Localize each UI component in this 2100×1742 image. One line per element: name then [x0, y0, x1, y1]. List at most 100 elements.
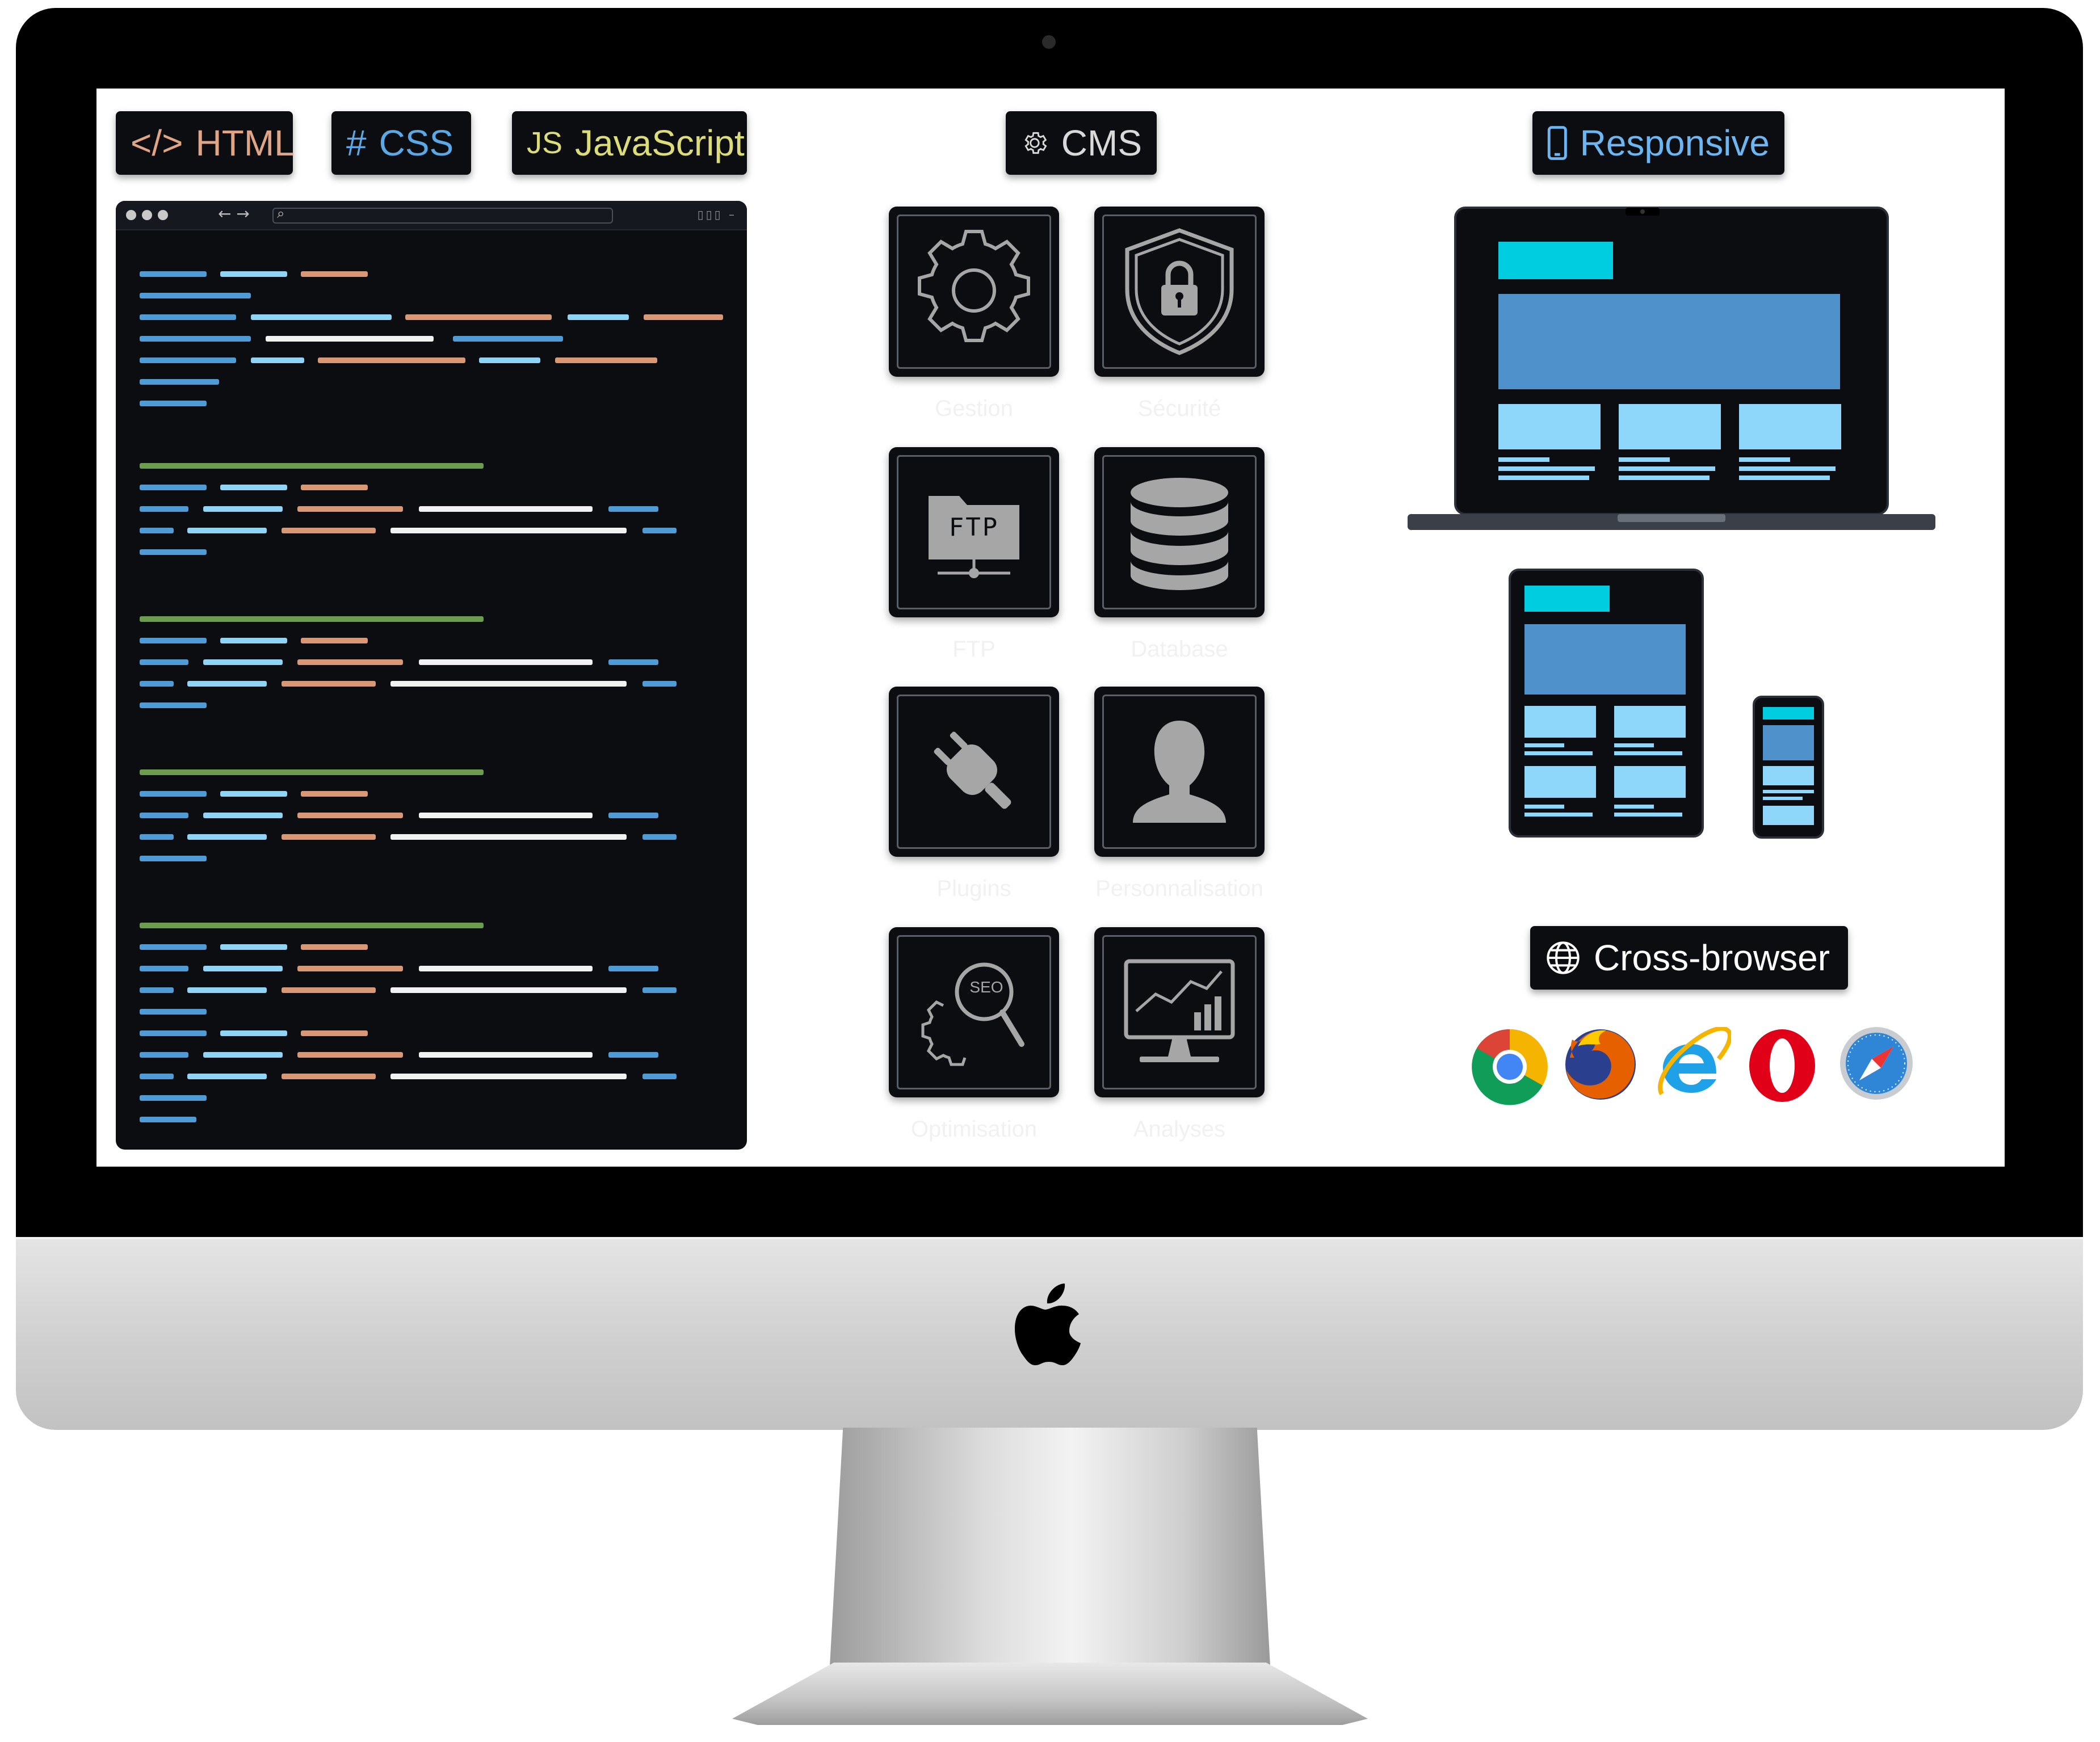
tile-personnalisation: Personnalisation: [1094, 687, 1265, 901]
window-dot: [126, 210, 136, 220]
code-line: [220, 485, 287, 490]
imac-stand-neck: [830, 1428, 1270, 1666]
code-line: [203, 966, 283, 971]
code-line: [140, 1052, 188, 1058]
code-line: [140, 659, 188, 665]
ftp-icon-text: FTP: [948, 513, 999, 542]
responsive-label: Responsive: [1580, 123, 1770, 163]
code-line: [266, 336, 434, 342]
seo-icon-text: SEO: [969, 978, 1003, 996]
seo-magnifier-icon: [921, 962, 1024, 1066]
cross-browser-badge: Cross-browser: [1530, 926, 1848, 990]
code-line: [140, 271, 207, 277]
code-line: [140, 463, 484, 469]
code-line: [608, 1052, 658, 1058]
code-line: [453, 336, 563, 342]
code-line: [140, 1009, 207, 1015]
responsive-badge: Responsive: [1532, 111, 1784, 175]
code-line: [419, 966, 593, 971]
safari-icon: [1840, 1027, 1913, 1100]
code-line: [282, 681, 376, 687]
code-line: [390, 834, 627, 840]
code-line: [140, 856, 207, 861]
code-line: [140, 638, 207, 643]
cross-browser-label: Cross-browser: [1594, 937, 1830, 978]
code-line: [644, 314, 723, 320]
code-line: [390, 528, 627, 533]
code-line: [220, 791, 287, 797]
code-line: [187, 1074, 267, 1079]
tile-optimisation: SEO Optimisation: [889, 927, 1059, 1142]
tile-label-gestion: Gestion: [935, 396, 1013, 421]
user-silhouette-icon: [1133, 721, 1226, 823]
code-line: [608, 813, 658, 818]
code-line: [282, 1074, 376, 1079]
camera: [1042, 35, 1056, 49]
code-line: [608, 506, 658, 512]
ftp-folder-icon: [929, 496, 1019, 578]
window-controls-icon: ▯▯▯ –: [697, 208, 737, 221]
code-line: [479, 357, 540, 363]
code-line: [140, 357, 236, 363]
gear-icon: [918, 230, 1030, 342]
code-line: [187, 987, 267, 993]
code-line: [555, 357, 657, 363]
code-line: [187, 681, 267, 687]
code-line: [608, 659, 658, 665]
javascript-label: JavaScript: [575, 123, 745, 163]
tile-ftp: FTP FTP: [889, 447, 1059, 662]
code-line: [140, 923, 484, 928]
code-line: [140, 528, 174, 533]
tile-label-personnalisation: Personnalisation: [1095, 876, 1263, 901]
tile-gestion: Gestion: [889, 207, 1059, 421]
code-line: [220, 944, 287, 950]
code-line: [220, 1030, 287, 1036]
code-line: [642, 681, 677, 687]
apple-logo-icon: [1015, 1284, 1081, 1365]
code-line: [203, 813, 283, 818]
code-line: [140, 379, 219, 385]
code-line: [419, 659, 593, 665]
code-line: [140, 813, 188, 818]
code-line: [390, 987, 627, 993]
tile-analyses: Analyses: [1094, 927, 1265, 1142]
code-line: [642, 528, 677, 533]
code-line: [203, 506, 283, 512]
code-line: [140, 616, 484, 622]
editor-titlebar: ← → ⌕ ▯▯▯ –: [116, 201, 747, 230]
code-line: [251, 314, 392, 320]
code-line: [140, 944, 207, 950]
code-line: [297, 1052, 403, 1058]
code-line: [390, 1074, 627, 1079]
code-line: [419, 1052, 593, 1058]
nav-arrows-icon: ← →: [218, 204, 250, 223]
code-line: [140, 1117, 196, 1122]
firefox-icon: [1565, 1029, 1636, 1100]
code-line: [140, 834, 174, 840]
code-line: [140, 1030, 207, 1036]
code-line: [140, 1095, 207, 1101]
globe-icon: [1547, 941, 1580, 974]
code-line: [282, 834, 376, 840]
code-line: [297, 966, 403, 971]
analytics-monitor-icon: [1124, 959, 1235, 1062]
code-line: [301, 791, 368, 797]
code-line: [140, 702, 207, 708]
code-line: [297, 506, 403, 512]
code-line: [187, 528, 267, 533]
code-line: [140, 1074, 174, 1079]
code-line: [301, 1030, 368, 1036]
shield-lock-icon: [1125, 228, 1234, 355]
html-badge: </> HTML: [116, 111, 295, 175]
gear-icon: [1024, 132, 1047, 154]
code-line: [220, 638, 287, 643]
phone-icon: [1547, 126, 1567, 160]
code-line: [140, 293, 251, 298]
tile-securite: Sécurité: [1094, 207, 1265, 421]
code-line: [297, 813, 403, 818]
code-line: [203, 1052, 283, 1058]
code-line: [642, 987, 677, 993]
chrome-icon: [1472, 1029, 1548, 1105]
tile-label-plugins: Plugins: [936, 876, 1011, 901]
code-line: [419, 813, 593, 818]
